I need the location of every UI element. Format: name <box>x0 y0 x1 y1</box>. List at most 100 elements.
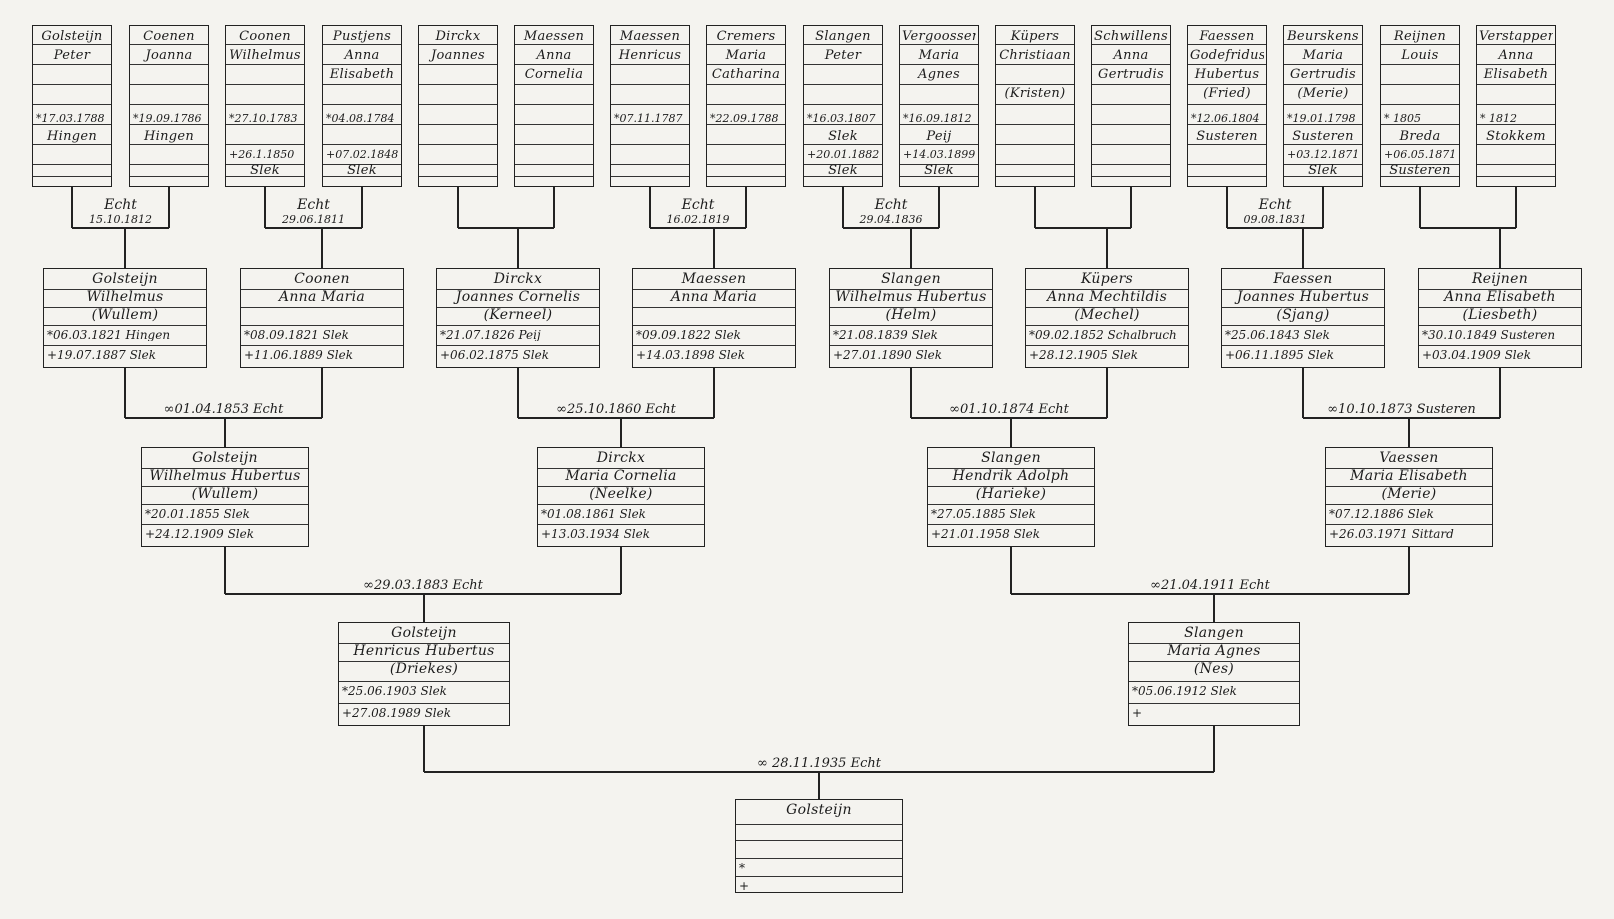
person-name-line: Verstappen <box>1479 30 1553 43</box>
box-rule <box>515 84 593 85</box>
connector-line <box>1034 187 1036 228</box>
person-name-line: Gertrudis <box>1098 68 1164 81</box>
connector-line <box>1420 227 1516 229</box>
birth-date: *25.06.1903 Slek <box>342 685 447 697</box>
person-name-line: (Wullem) <box>191 487 259 501</box>
marriage-date: 29.04.1836 <box>859 213 923 226</box>
birth-date: *01.08.1861 Slek <box>541 508 646 520</box>
box-rule <box>323 84 401 85</box>
box-rule <box>538 504 704 505</box>
person-name-line: Catharina <box>711 68 781 81</box>
connector-line <box>1408 418 1410 447</box>
person-name-line: (Merie) <box>1381 487 1437 501</box>
death-date: +28.12.1905 Slek <box>1029 349 1139 361</box>
box-rule <box>538 524 704 525</box>
box-rule <box>804 64 882 65</box>
connector-line <box>910 368 912 418</box>
box-rule <box>1326 504 1492 505</box>
box-rule <box>611 64 689 65</box>
box-rule <box>1092 64 1170 65</box>
box-rule <box>996 64 1074 65</box>
person-name-line: Wilhelmus <box>86 290 164 304</box>
birth-date: *08.09.1821 Slek <box>244 329 349 341</box>
box-rule <box>437 345 599 346</box>
box-rule <box>538 486 704 487</box>
box-rule <box>1477 84 1555 85</box>
birth-date: *05.06.1912 Slek <box>1132 685 1237 697</box>
box-rule <box>515 104 593 105</box>
marriage-date: 29.06.1811 <box>282 213 345 226</box>
box-rule <box>323 176 401 177</box>
person-name-line: Maria Cornelia <box>565 469 677 483</box>
box-rule <box>538 468 704 469</box>
box-rule <box>44 307 206 308</box>
birth-date: * 1812 <box>1480 113 1517 124</box>
box-rule <box>1477 44 1555 45</box>
box-rule <box>1188 64 1266 65</box>
box-rule <box>130 104 208 105</box>
box-rule <box>1188 124 1266 125</box>
death-date: +06.05.1871 <box>1384 149 1457 160</box>
box-rule <box>1419 307 1581 308</box>
root-person-box: Golsteijn*+ <box>735 799 903 893</box>
person-name-line: Louis <box>1401 49 1439 62</box>
box-rule <box>1381 144 1459 145</box>
box-rule <box>633 289 795 290</box>
person-name-line: Anna Elisabeth <box>1444 290 1556 304</box>
connector-line <box>910 228 912 268</box>
box-rule <box>241 289 403 290</box>
marriage-record: ∞01.04.1853 Echt <box>163 402 284 417</box>
connector-line <box>168 187 170 228</box>
birth-date: *09.02.1852 Schalbruch <box>1029 329 1177 341</box>
person-name-line: Golsteijn <box>41 30 103 43</box>
person-name-line: Wilhelmus <box>229 49 301 62</box>
person-name-line: Maria <box>918 49 960 62</box>
box-rule <box>1381 44 1459 45</box>
box-rule <box>419 124 497 125</box>
connector-line <box>938 187 940 228</box>
connector-line <box>1106 228 1108 268</box>
person-name-line: Maria Agnes <box>1167 644 1261 658</box>
box-rule <box>804 84 882 85</box>
death-date: +14.03.1898 Slek <box>636 349 746 361</box>
birth-place: Stokkem <box>1486 130 1546 143</box>
connector-line <box>843 227 939 229</box>
person-name-line: Joannes Cornelis <box>455 290 581 304</box>
box-rule <box>323 104 401 105</box>
box-rule <box>241 325 403 326</box>
box-rule <box>142 468 308 469</box>
box-rule <box>1381 176 1459 177</box>
box-rule <box>323 164 401 165</box>
person-name-line: Anna <box>1113 49 1149 62</box>
person-name-line: Slangen <box>1184 626 1244 640</box>
death-place: Slek <box>347 164 377 177</box>
death-date: +24.12.1909 Slek <box>145 528 255 540</box>
box-rule <box>804 176 882 177</box>
box-rule <box>1129 703 1299 704</box>
person-name-line: Peter <box>53 49 91 62</box>
birth-place: Susteren <box>1292 130 1354 143</box>
box-rule <box>736 858 902 859</box>
birth-date: *06.03.1821 Hingen <box>47 329 171 341</box>
death-date: +03.12.1871 <box>1287 149 1360 160</box>
person-name-line: Faessen <box>1273 272 1333 286</box>
birth-date: *12.06.1804 <box>1191 113 1260 124</box>
person-name-line: (Liesbeth) <box>1462 308 1538 322</box>
person-name-line: Anna <box>1498 49 1534 62</box>
box-rule <box>928 524 1094 525</box>
connector-line <box>265 227 362 229</box>
death-date: +27.01.1890 Slek <box>833 349 943 361</box>
box-rule <box>1326 486 1492 487</box>
connector-line <box>620 418 622 447</box>
box-rule <box>1188 164 1266 165</box>
person-name-line: Joannes <box>431 49 485 62</box>
person-name-line: Coonen <box>294 272 350 286</box>
birth-date: *07.12.1886 Slek <box>1329 508 1434 520</box>
person-name-line: Anna Mechtildis <box>1046 290 1168 304</box>
box-rule <box>226 144 304 145</box>
